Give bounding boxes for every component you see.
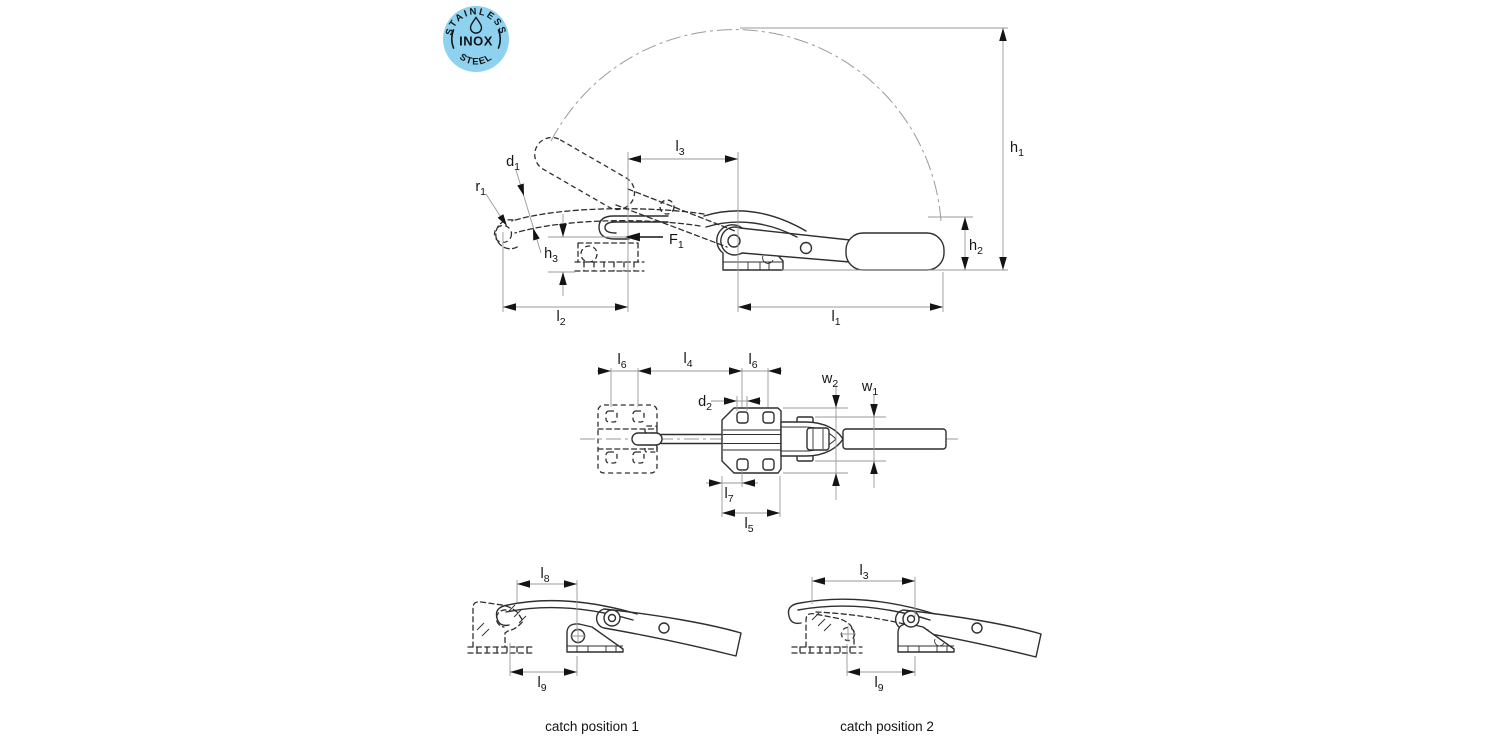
plan-view-arrowheads	[598, 367, 878, 517]
dimension-label-r1: r1	[475, 179, 486, 198]
dimension-label-h2: h2	[969, 238, 983, 257]
dimension-label-l3-cp2: l3	[859, 563, 868, 582]
catch-base-strip	[791, 646, 863, 654]
dimension-label-l2: l2	[556, 309, 565, 328]
handle-swing-arc	[550, 29, 942, 222]
hatch-marks	[476, 604, 527, 637]
catch-bolt	[580, 245, 598, 263]
force-label-F1: F1	[669, 232, 684, 251]
clamp-drawing	[495, 599, 742, 657]
cp1-arrowheads	[510, 580, 577, 676]
drawbar-eye	[631, 432, 663, 446]
caption-catch-position-1: catch position 1	[545, 719, 639, 734]
latch-arm-open	[511, 208, 705, 234]
dimension-label-l9: l9	[537, 675, 546, 694]
hatch-marks	[811, 612, 832, 632]
badge-text-center: INOX	[459, 34, 493, 49]
badge-left-bracket	[451, 29, 455, 49]
base-plate	[721, 407, 782, 474]
catch-hole	[605, 410, 618, 423]
dimension-label-l9-cp2: l9	[874, 675, 883, 694]
dimension-label-l8: l8	[540, 566, 549, 585]
dimension-label-h3: h3	[544, 246, 558, 265]
handle-bar	[842, 428, 947, 450]
handle-grip-open	[534, 136, 636, 211]
catch-position-2-view: l3 l9 catch position 2	[787, 563, 1042, 734]
dimension-label-l6-left: l6	[617, 352, 626, 371]
dimension-label-l1: l1	[831, 309, 840, 328]
catch-hole	[632, 410, 645, 423]
clamp-lever-arm	[720, 226, 851, 263]
dimension-label-h1: h1	[1010, 140, 1024, 159]
dimension-label-l5: l5	[744, 516, 753, 535]
cp2-dimension-lines	[811, 577, 916, 676]
lever-hole	[971, 622, 983, 634]
clamp-open-dashed	[493, 136, 736, 272]
lever-hole-open	[659, 199, 675, 215]
dimension-label-w1: w1	[861, 379, 878, 398]
base-notch	[762, 255, 774, 264]
clamp-handle-grip	[845, 232, 945, 271]
clamp-base	[897, 623, 955, 653]
catch-hook-hidden	[495, 609, 507, 628]
stainless-steel-inox-badge: STAINLESS STEEL INOX	[443, 6, 509, 72]
catch-dashed	[791, 612, 863, 654]
badge-circle	[443, 6, 509, 72]
dimension-label-l7: l7	[724, 486, 733, 505]
hex-nut	[806, 427, 830, 451]
catch-position-1-view: l8 l9 catch position 1	[467, 566, 742, 734]
latch-arm-closed	[703, 210, 807, 238]
mounting-hole	[736, 411, 749, 424]
catch-hook-closed	[598, 215, 669, 240]
catch-hole	[605, 451, 618, 464]
lever-hole	[658, 622, 670, 634]
mounting-hole	[762, 411, 775, 424]
dimension-label-l4: l4	[683, 351, 692, 370]
dimension-label-w2: w2	[821, 371, 838, 390]
caption-catch-position-2: catch position 2	[840, 719, 934, 734]
catch-base-strip	[574, 261, 645, 272]
water-drop-icon	[469, 16, 483, 34]
dimension-label-l6-right: l6	[748, 352, 757, 371]
badge-text-bottom: STEEL	[457, 52, 494, 68]
mounting-hole	[736, 458, 749, 471]
catch-base-strip	[467, 646, 533, 654]
drawbar-rod	[660, 433, 724, 445]
badge-right-bracket	[497, 29, 501, 49]
mounting-hole	[762, 458, 775, 471]
latch-hook-open	[495, 219, 521, 250]
base-notch	[934, 638, 945, 647]
side-view-arrowheads	[497, 28, 1007, 311]
lever-hole	[799, 241, 813, 255]
plan-view: l6 l4 l6 d2 w2 w1 l7 l5	[580, 351, 958, 535]
clamp-closed	[598, 210, 945, 271]
dimension-label-d1: d1	[506, 154, 520, 173]
lever-open	[615, 188, 736, 248]
dimension-label-l3: l3	[675, 139, 684, 158]
dimension-label-d2: d2	[698, 394, 712, 413]
drawbar-assembly	[631, 407, 947, 474]
lever-handle	[595, 608, 742, 657]
catch-block	[472, 601, 524, 648]
cp2-arrowheads	[812, 577, 915, 676]
catch-block	[805, 612, 855, 648]
side-view: h1 h2 h3 d1 r1 F1 l1 l2 l3	[475, 27, 1024, 328]
pivot-hole	[727, 234, 741, 248]
catch-dashed	[467, 601, 533, 654]
plan-view-dimension-lines	[597, 368, 886, 517]
cp1-dimension-lines	[509, 580, 578, 676]
catch-hole	[632, 451, 645, 464]
